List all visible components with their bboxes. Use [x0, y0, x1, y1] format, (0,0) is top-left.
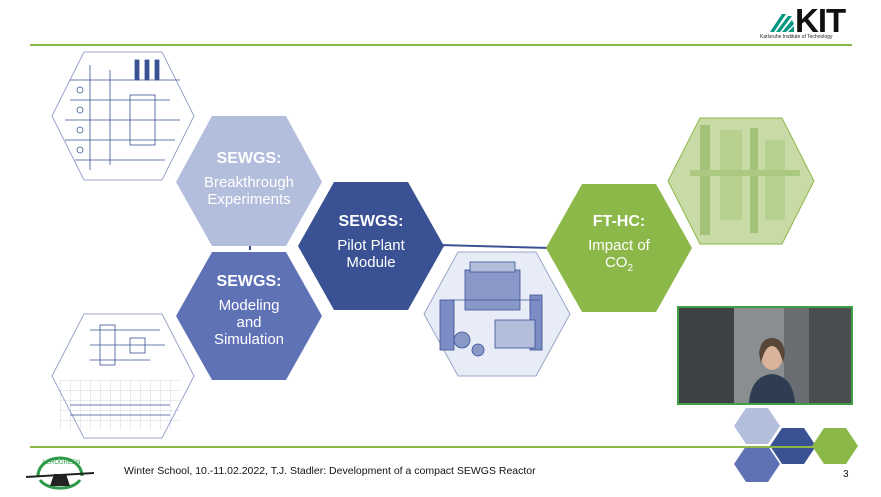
footer-text: Winter School, 10.-11.02.2022, T.J. Stad…	[124, 465, 536, 477]
hex-body-line: and	[236, 314, 262, 331]
pid-diagram-image	[51, 51, 195, 181]
lab-photo-image	[667, 117, 815, 245]
hex-title: SEWGS:	[216, 273, 282, 290]
hex-text-breakthrough: SEWGS: Breakthrough Experiments	[186, 150, 312, 208]
hex-body-line: Breakthrough	[203, 174, 295, 191]
decorative-hexagons	[734, 408, 858, 482]
kit-logo-icon	[770, 14, 794, 32]
co2-text: CO	[604, 254, 628, 271]
hex-body-line: Simulation	[213, 331, 285, 348]
hex-body-line: Pilot Plant	[337, 237, 405, 254]
hex-body-line: Experiments	[207, 191, 291, 208]
top-divider	[30, 44, 852, 46]
aerogreen-logo-text: AEROGREEN	[42, 460, 80, 466]
aerogreen-logo-icon: AEROGREEN	[26, 456, 94, 490]
bottom-divider	[30, 446, 852, 448]
co2-subscript: 2	[627, 263, 634, 274]
hex-title: FT-HC:	[592, 213, 646, 230]
hex-body-line: Impact of	[588, 237, 650, 254]
presenter-video-image	[679, 308, 851, 403]
pilot-plant-image	[423, 251, 571, 377]
hex-text-modeling: SEWGS: Modeling and Simulation	[186, 273, 312, 348]
hex-pilot-plant-module	[298, 182, 444, 310]
hex-body-line-co2: CO2	[556, 254, 682, 274]
hex-text-ft-hc: FT-HC: Impact of CO2	[556, 213, 682, 274]
hex-ft-hc-impact	[546, 184, 692, 312]
hex-title: SEWGS:	[216, 150, 282, 167]
kit-logo-text: KIT	[795, 2, 846, 39]
hex-title: SEWGS:	[338, 213, 404, 230]
hex-breakthrough-experiments	[176, 116, 322, 246]
page-number: 3	[843, 469, 849, 480]
video-feed[interactable]	[677, 306, 853, 405]
hex-modeling-simulation	[176, 252, 322, 380]
kit-logo-subtitle: Karlsruhe Institute of Technology	[760, 34, 833, 40]
hex-text-pilot-plant: SEWGS: Pilot Plant Module	[308, 213, 434, 271]
simulation-diagram-image	[51, 313, 195, 439]
hex-body-line: Module	[346, 254, 396, 271]
hex-body-line: Modeling	[218, 297, 280, 314]
